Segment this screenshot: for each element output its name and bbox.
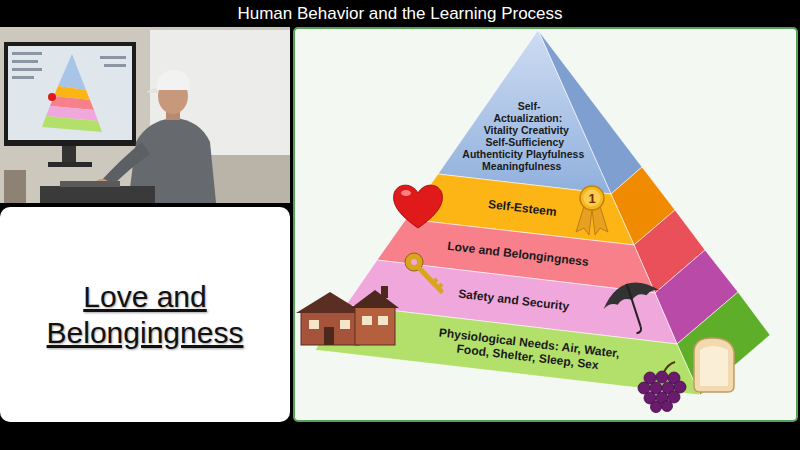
bread-icon xyxy=(694,338,734,392)
house-icon xyxy=(296,286,399,345)
pyramid-apex-band: Self-Actualization: Vitality Creativity … xyxy=(425,100,620,178)
key-icon xyxy=(405,253,442,291)
shape-float xyxy=(569,100,620,178)
topic-panel: Love and Belongingness xyxy=(0,207,290,422)
pyramid-panel xyxy=(294,28,797,421)
topic-heading: Love and Belongingness xyxy=(10,279,280,351)
lecture-video xyxy=(0,27,290,203)
umbrella-icon xyxy=(598,275,671,341)
pyramid-illustration xyxy=(315,30,770,395)
slide-title: Human Behavior and the Learning Process xyxy=(0,0,800,27)
medal-icon xyxy=(576,186,608,235)
grapes-icon xyxy=(638,362,686,413)
heart-icon xyxy=(394,185,443,228)
medal-number: 1 xyxy=(582,191,602,206)
shape-float xyxy=(425,100,489,178)
pyramid-level-text: Self-Actualization: Vitality Creativity … xyxy=(425,100,620,178)
